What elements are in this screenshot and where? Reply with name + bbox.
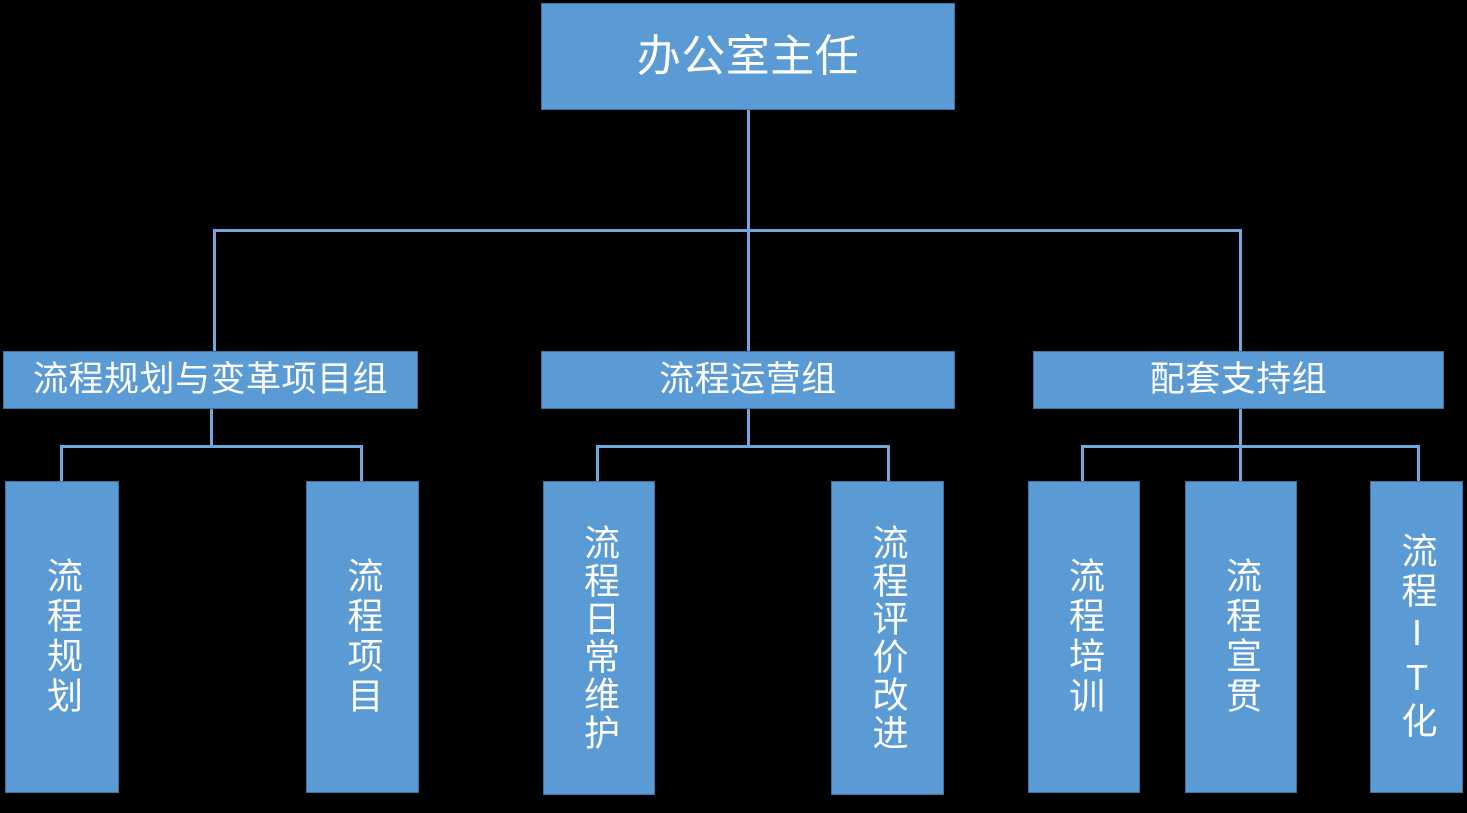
connector-group-3-to-leaf-6	[1239, 445, 1242, 482]
node-group-supporting-services[interactable]: 配套支持组	[1033, 351, 1444, 409]
node-group-process-operations[interactable]: 流程运营组	[541, 351, 955, 409]
connector-group-3-stem	[1239, 409, 1242, 448]
node-leaf-2-label: 流程项目	[342, 557, 384, 717]
node-leaf-process-promotion[interactable]: 流程宣贯	[1185, 481, 1297, 793]
node-leaf-3-label: 流程日常维护	[579, 524, 620, 752]
node-leaf-process-daily-maintenance[interactable]: 流程日常维护	[543, 481, 655, 795]
connector-group-2-to-leaf-3	[596, 445, 599, 482]
connector-root-to-group-3	[1239, 229, 1242, 351]
node-group-1-label: 流程规划与变革项目组	[32, 360, 388, 400]
connector-group-1-bus	[60, 445, 363, 448]
connector-group-1-to-leaf-1	[60, 445, 63, 482]
connector-group-3-to-leaf-7	[1417, 445, 1420, 482]
node-leaf-process-planning[interactable]: 流程规划	[5, 481, 119, 793]
node-leaf-process-evaluation-improvement[interactable]: 流程评价改进	[831, 481, 944, 795]
node-group-2-label: 流程运营组	[659, 360, 837, 400]
connector-root-to-group-1	[213, 229, 216, 351]
node-leaf-process-project[interactable]: 流程项目	[306, 481, 419, 793]
connector-group-3-to-leaf-5	[1081, 445, 1084, 482]
connector-root-to-group-2	[747, 229, 750, 351]
node-leaf-1-label: 流程规划	[42, 557, 83, 717]
node-leaf-5-label: 流程培训	[1064, 557, 1105, 717]
node-group-process-planning-transformation[interactable]: 流程规划与变革项目组	[3, 351, 418, 409]
node-root-label: 办公室主任	[636, 31, 860, 81]
connector-level2-bus	[213, 229, 1242, 232]
connector-group-2-to-leaf-4	[887, 445, 890, 482]
node-root-office-director[interactable]: 办公室主任	[541, 3, 955, 110]
connector-group-2-bus	[596, 445, 890, 448]
connector-group-1-to-leaf-2	[360, 445, 363, 482]
connector-group-2-stem	[747, 409, 750, 448]
node-leaf-process-it-enablement[interactable]: 流程IT化	[1370, 481, 1463, 793]
connector-group-3-bus	[1081, 445, 1420, 448]
node-leaf-process-training[interactable]: 流程培训	[1028, 481, 1140, 793]
node-leaf-7-label: 流程IT化	[1396, 532, 1438, 742]
connector-root-trunk	[747, 110, 750, 232]
connector-group-1-stem	[210, 409, 213, 448]
node-leaf-6-label: 流程宣贯	[1221, 557, 1262, 717]
node-leaf-4-label: 流程评价改进	[867, 524, 909, 752]
node-group-3-label: 配套支持组	[1149, 360, 1328, 400]
